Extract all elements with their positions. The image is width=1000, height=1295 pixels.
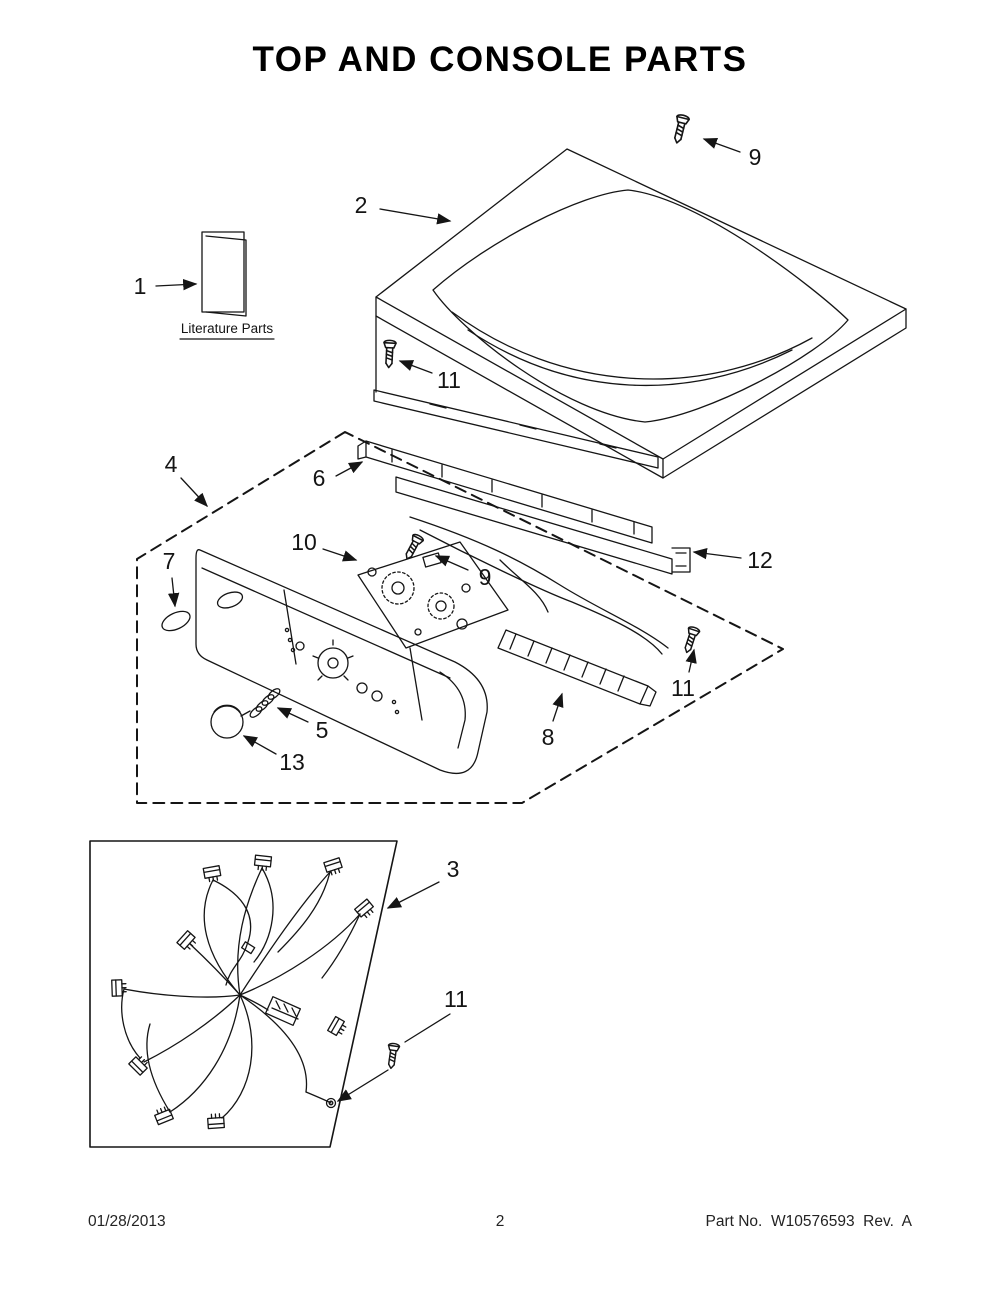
console-panel: [195, 549, 488, 775]
callout-screw-harness: 11: [336, 986, 468, 1102]
svg-text:11: 11: [671, 675, 695, 701]
svg-text:3: 3: [447, 856, 460, 882]
screw-harness: [384, 1042, 401, 1070]
hinge-rail: [373, 389, 659, 469]
callout-knob: 13: [242, 735, 305, 775]
endcap-oval: [161, 610, 191, 632]
console-group-outline: [136, 431, 784, 804]
callout-screw-lid: 11: [398, 360, 461, 393]
svg-text:12: 12: [747, 547, 773, 573]
svg-text:13: 13: [279, 749, 305, 775]
callout-bracket-rear: 12: [692, 547, 773, 573]
svg-text:4: 4: [165, 451, 178, 477]
literature-part: Literature Parts: [179, 231, 275, 340]
console-bracket-front: [357, 440, 653, 544]
svg-text:1: 1: [134, 273, 147, 299]
callout-bracket-front: 6: [313, 461, 364, 491]
callout-wire-harness: 3: [386, 856, 460, 909]
footer-date: 01/28/2013: [88, 1213, 166, 1230]
control-board: [357, 541, 509, 649]
svg-text:8: 8: [542, 724, 555, 750]
footer-page-number: 2: [495, 1213, 505, 1230]
footer-part-number: Part No. W10576593 Rev. A: [705, 1213, 913, 1230]
callout-terminal-strip: 8: [542, 692, 564, 750]
svg-text:9: 9: [749, 144, 762, 170]
svg-text:7: 7: [163, 548, 176, 574]
screw-lid: [381, 339, 397, 369]
spring: [249, 688, 281, 718]
callout-screw-bracket: 11: [671, 648, 697, 701]
callout-spring: 5: [276, 707, 329, 743]
page-footer: 01/28/2013 2 Part No. W10576593 Rev. A: [88, 1213, 912, 1233]
callout-endcap-oval: 7: [163, 548, 180, 608]
callout-literature: 1: [134, 273, 198, 299]
svg-text:10: 10: [291, 529, 317, 555]
callout-screw-top: 9: [702, 137, 762, 170]
svg-text:9: 9: [479, 564, 492, 590]
svg-text:11: 11: [444, 986, 468, 1012]
callout-control-board: 10: [291, 529, 358, 562]
svg-text:6: 6: [313, 465, 326, 491]
console-bracket-rear: [395, 476, 691, 575]
callout-screw-board: 9: [434, 555, 492, 590]
terminal-strip: [497, 629, 657, 707]
knob: [210, 704, 251, 739]
callout-top-panel: 2: [355, 192, 452, 225]
screw-bracket: [680, 625, 701, 655]
svg-text:5: 5: [316, 717, 329, 743]
page-title: TOP AND CONSOLE PARTS: [252, 40, 748, 79]
wire-harness: [89, 840, 398, 1148]
screw-top: [669, 113, 691, 146]
callout-console-group: 4: [165, 451, 208, 508]
literature-label: Literature Parts: [181, 321, 274, 336]
top-panel: [375, 148, 907, 479]
console-wiring: [409, 516, 669, 655]
svg-text:2: 2: [355, 192, 368, 218]
svg-text:11: 11: [437, 367, 461, 393]
